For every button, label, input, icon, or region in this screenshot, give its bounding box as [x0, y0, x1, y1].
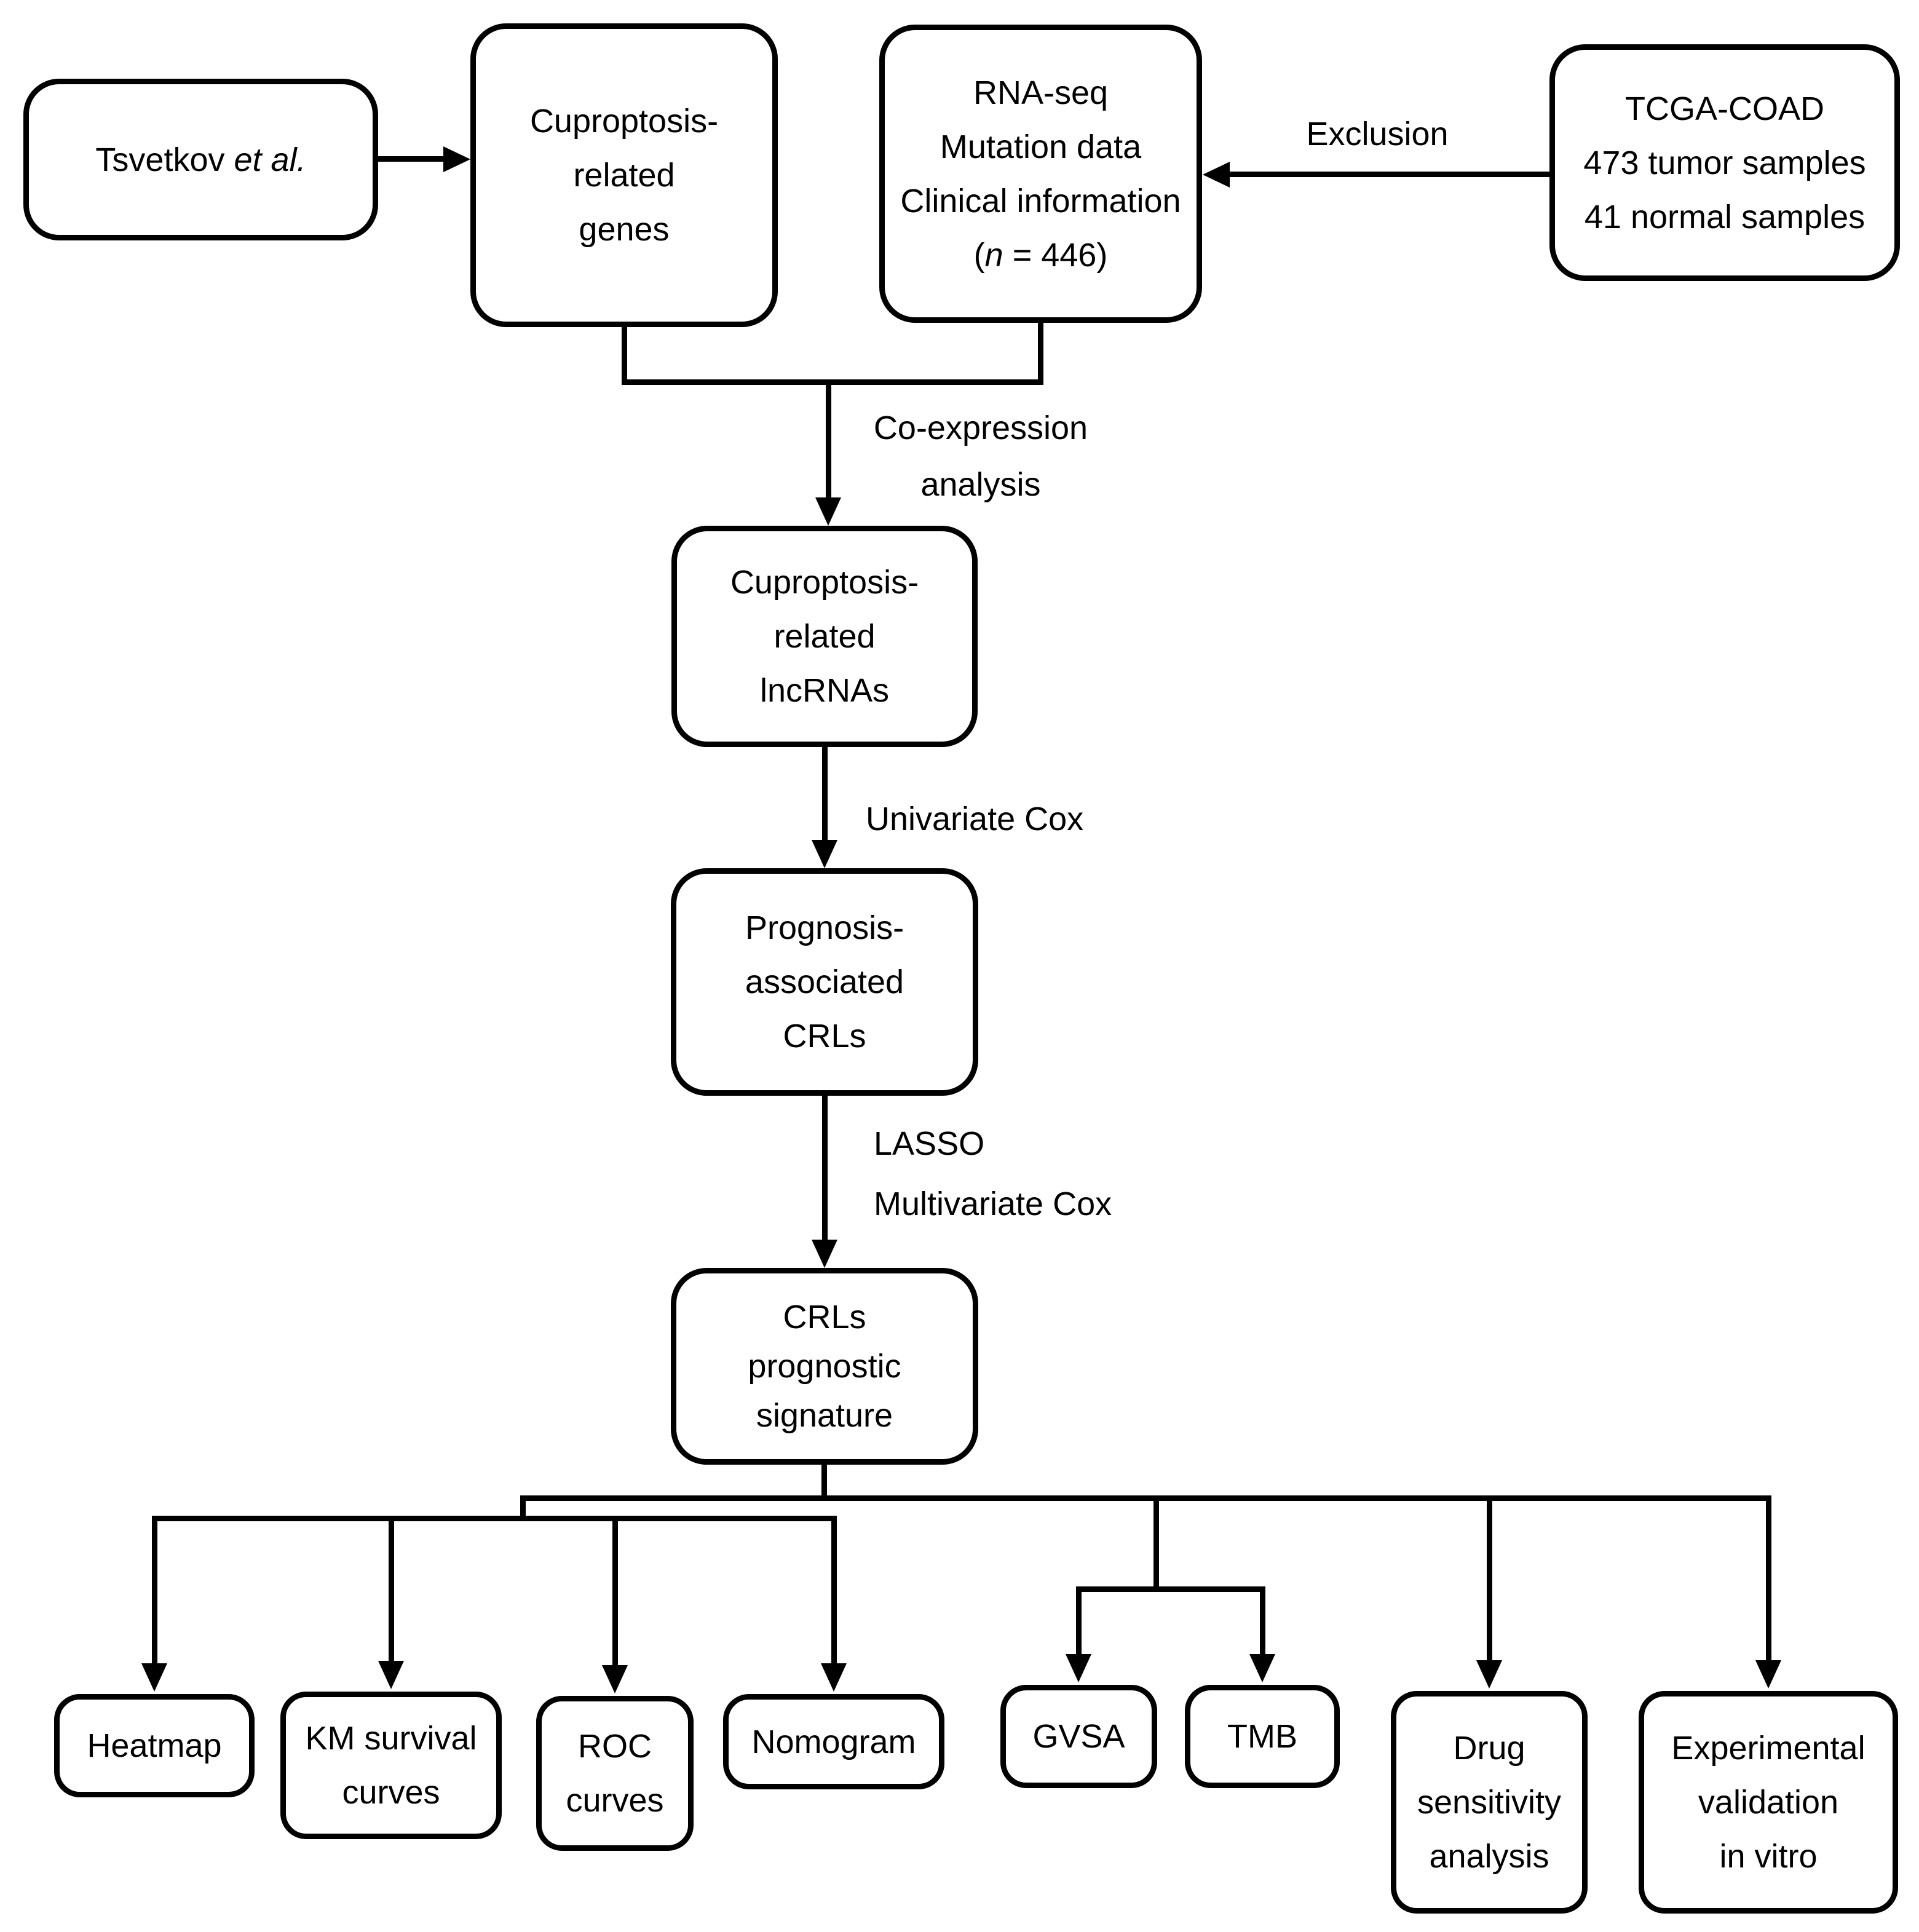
drug-sensitivity-line: sensitivity	[1417, 1784, 1562, 1821]
arrow-tsvetkov-to-genes-head	[443, 146, 470, 172]
signature-stub	[821, 1465, 827, 1501]
arrow-tmb-head	[1249, 1654, 1275, 1682]
arrow-heatmap-head	[141, 1663, 167, 1692]
nomogram-label: Nomogram	[751, 1723, 916, 1760]
tcga-coad-box: TCGA-COAD 473 tumor samples 41 normal sa…	[1549, 44, 1900, 281]
crls-signature-box: CRLs prognostic signature	[671, 1268, 978, 1465]
arrow-drug-line	[1487, 1495, 1492, 1663]
arrow-km-head	[378, 1661, 404, 1689]
arrow-experimental-head	[1755, 1660, 1781, 1689]
arrow-lasso-line	[822, 1096, 828, 1242]
merge-hline	[622, 379, 1043, 385]
arrow-exclusion-head	[1203, 162, 1230, 188]
rna-seq-line: RNA-seq	[973, 74, 1109, 111]
crls-signature-line: signature	[756, 1397, 893, 1434]
arrow-nomogram-head	[821, 1663, 847, 1692]
tmb-label: TMB	[1227, 1718, 1297, 1755]
merge-stub-rnaseq	[1038, 323, 1043, 385]
branch-level2-hline	[152, 1516, 837, 1521]
arrow-coexpression-head	[815, 497, 841, 526]
tcga-coad-line: TCGA-COAD	[1625, 90, 1824, 127]
arrow-gvsa-head	[1066, 1654, 1091, 1682]
roc-curves-line: curves	[566, 1782, 664, 1819]
km-survival-line: KM survival	[305, 1720, 477, 1757]
experimental-validation-line: validation	[1698, 1784, 1839, 1821]
arrow-univariate-line	[822, 747, 828, 842]
gvsa-box: GVSA	[1000, 1685, 1157, 1788]
arrow-exclusion-line	[1229, 172, 1549, 177]
branch-level1-hline	[520, 1495, 1771, 1501]
drug-sensitivity-line: analysis	[1429, 1838, 1549, 1875]
arrow-coexpression-line	[826, 379, 831, 500]
experimental-validation-line: Experimental	[1671, 1730, 1866, 1767]
arrow-univariate-head	[812, 840, 837, 868]
heatmap-label: Heatmap	[87, 1727, 222, 1764]
label-exclusion: Exclusion	[1306, 116, 1449, 152]
km-survival-line: curves	[342, 1774, 440, 1811]
drug-sensitivity-line: Drug	[1453, 1730, 1525, 1767]
arrow-lasso-head	[812, 1240, 837, 1268]
cuproptosis-genes-box: Cuproptosis- related genes	[470, 23, 778, 327]
arrow-tmb-line	[1260, 1586, 1265, 1657]
label-lasso: LASSO	[874, 1125, 985, 1162]
label-multivariate-cox: Multivariate Cox	[874, 1186, 1112, 1222]
lncrnas-line: related	[774, 618, 876, 655]
label-coexpression: Co-expression analysis	[873, 410, 1088, 503]
arrow-tsvetkov-to-genes-line	[378, 156, 446, 162]
arrow-gvsa-line	[1076, 1586, 1082, 1657]
arrow-roc-line	[612, 1516, 618, 1668]
lncrnas-box: Cuproptosis- related lncRNAs	[671, 526, 978, 747]
prognosis-crls-box: Prognosis- associated CRLs	[671, 868, 978, 1096]
nomogram-box: Nomogram	[723, 1694, 944, 1789]
rna-seq-box: RNA-seq Mutation data Clinical informati…	[879, 25, 1202, 323]
crls-signature-line: prognostic	[748, 1348, 901, 1385]
arrow-experimental-line	[1766, 1495, 1771, 1663]
arrow-drug-head	[1476, 1660, 1502, 1689]
arrow-km-line	[389, 1516, 394, 1663]
branch-gvsa-tmb-stub	[1153, 1495, 1159, 1592]
merge-stub-genes	[622, 327, 627, 385]
tsvetkov-box: Tsvetkov et al.	[23, 79, 378, 240]
arrow-nomogram-line	[831, 1516, 837, 1666]
label-univariate-cox: Univariate Cox	[866, 801, 1084, 837]
tcga-coad-line: 41 normal samples	[1584, 198, 1866, 236]
rna-seq-line: Mutation data	[940, 128, 1142, 165]
crls-signature-line: CRLs	[783, 1299, 866, 1336]
tcga-coad-line: 473 tumor samples	[1583, 144, 1866, 181]
cuproptosis-genes-line: Cuproptosis-	[529, 103, 719, 140]
prognosis-crls-line: Prognosis-	[745, 909, 904, 946]
km-survival-box: KM survival curves	[280, 1692, 502, 1839]
gvsa-label: GVSA	[1032, 1718, 1125, 1755]
arrow-roc-head	[602, 1665, 628, 1693]
prognosis-crls-line: associated	[745, 964, 904, 1000]
experimental-validation-box: Experimental validation in vitro	[1639, 1691, 1898, 1914]
tsvetkov-label: Tsvetkov et al.	[95, 141, 306, 178]
prognosis-crls-line: CRLs	[783, 1018, 866, 1055]
branch-level1-to-level2-stub	[520, 1495, 526, 1521]
experimental-validation-line: in vitro	[1719, 1838, 1818, 1875]
roc-curves-box: ROC curves	[536, 1696, 694, 1851]
lncrnas-line: lncRNAs	[759, 672, 890, 709]
rna-seq-line: Clinical information	[900, 182, 1181, 220]
roc-curves-line: ROC	[578, 1728, 652, 1765]
tmb-box: TMB	[1185, 1685, 1340, 1788]
cuproptosis-genes-line: genes	[579, 211, 670, 248]
lncrnas-line: Cuproptosis-	[730, 564, 919, 601]
arrow-heatmap-line	[152, 1516, 157, 1666]
heatmap-box: Heatmap	[54, 1694, 255, 1797]
drug-sensitivity-box: Drug sensitivity analysis	[1391, 1691, 1588, 1914]
rna-seq-sample-size: (n = 446)	[973, 236, 1108, 274]
branch-gvsa-tmb-hline	[1076, 1586, 1265, 1592]
cuproptosis-genes-line: related	[573, 157, 675, 194]
